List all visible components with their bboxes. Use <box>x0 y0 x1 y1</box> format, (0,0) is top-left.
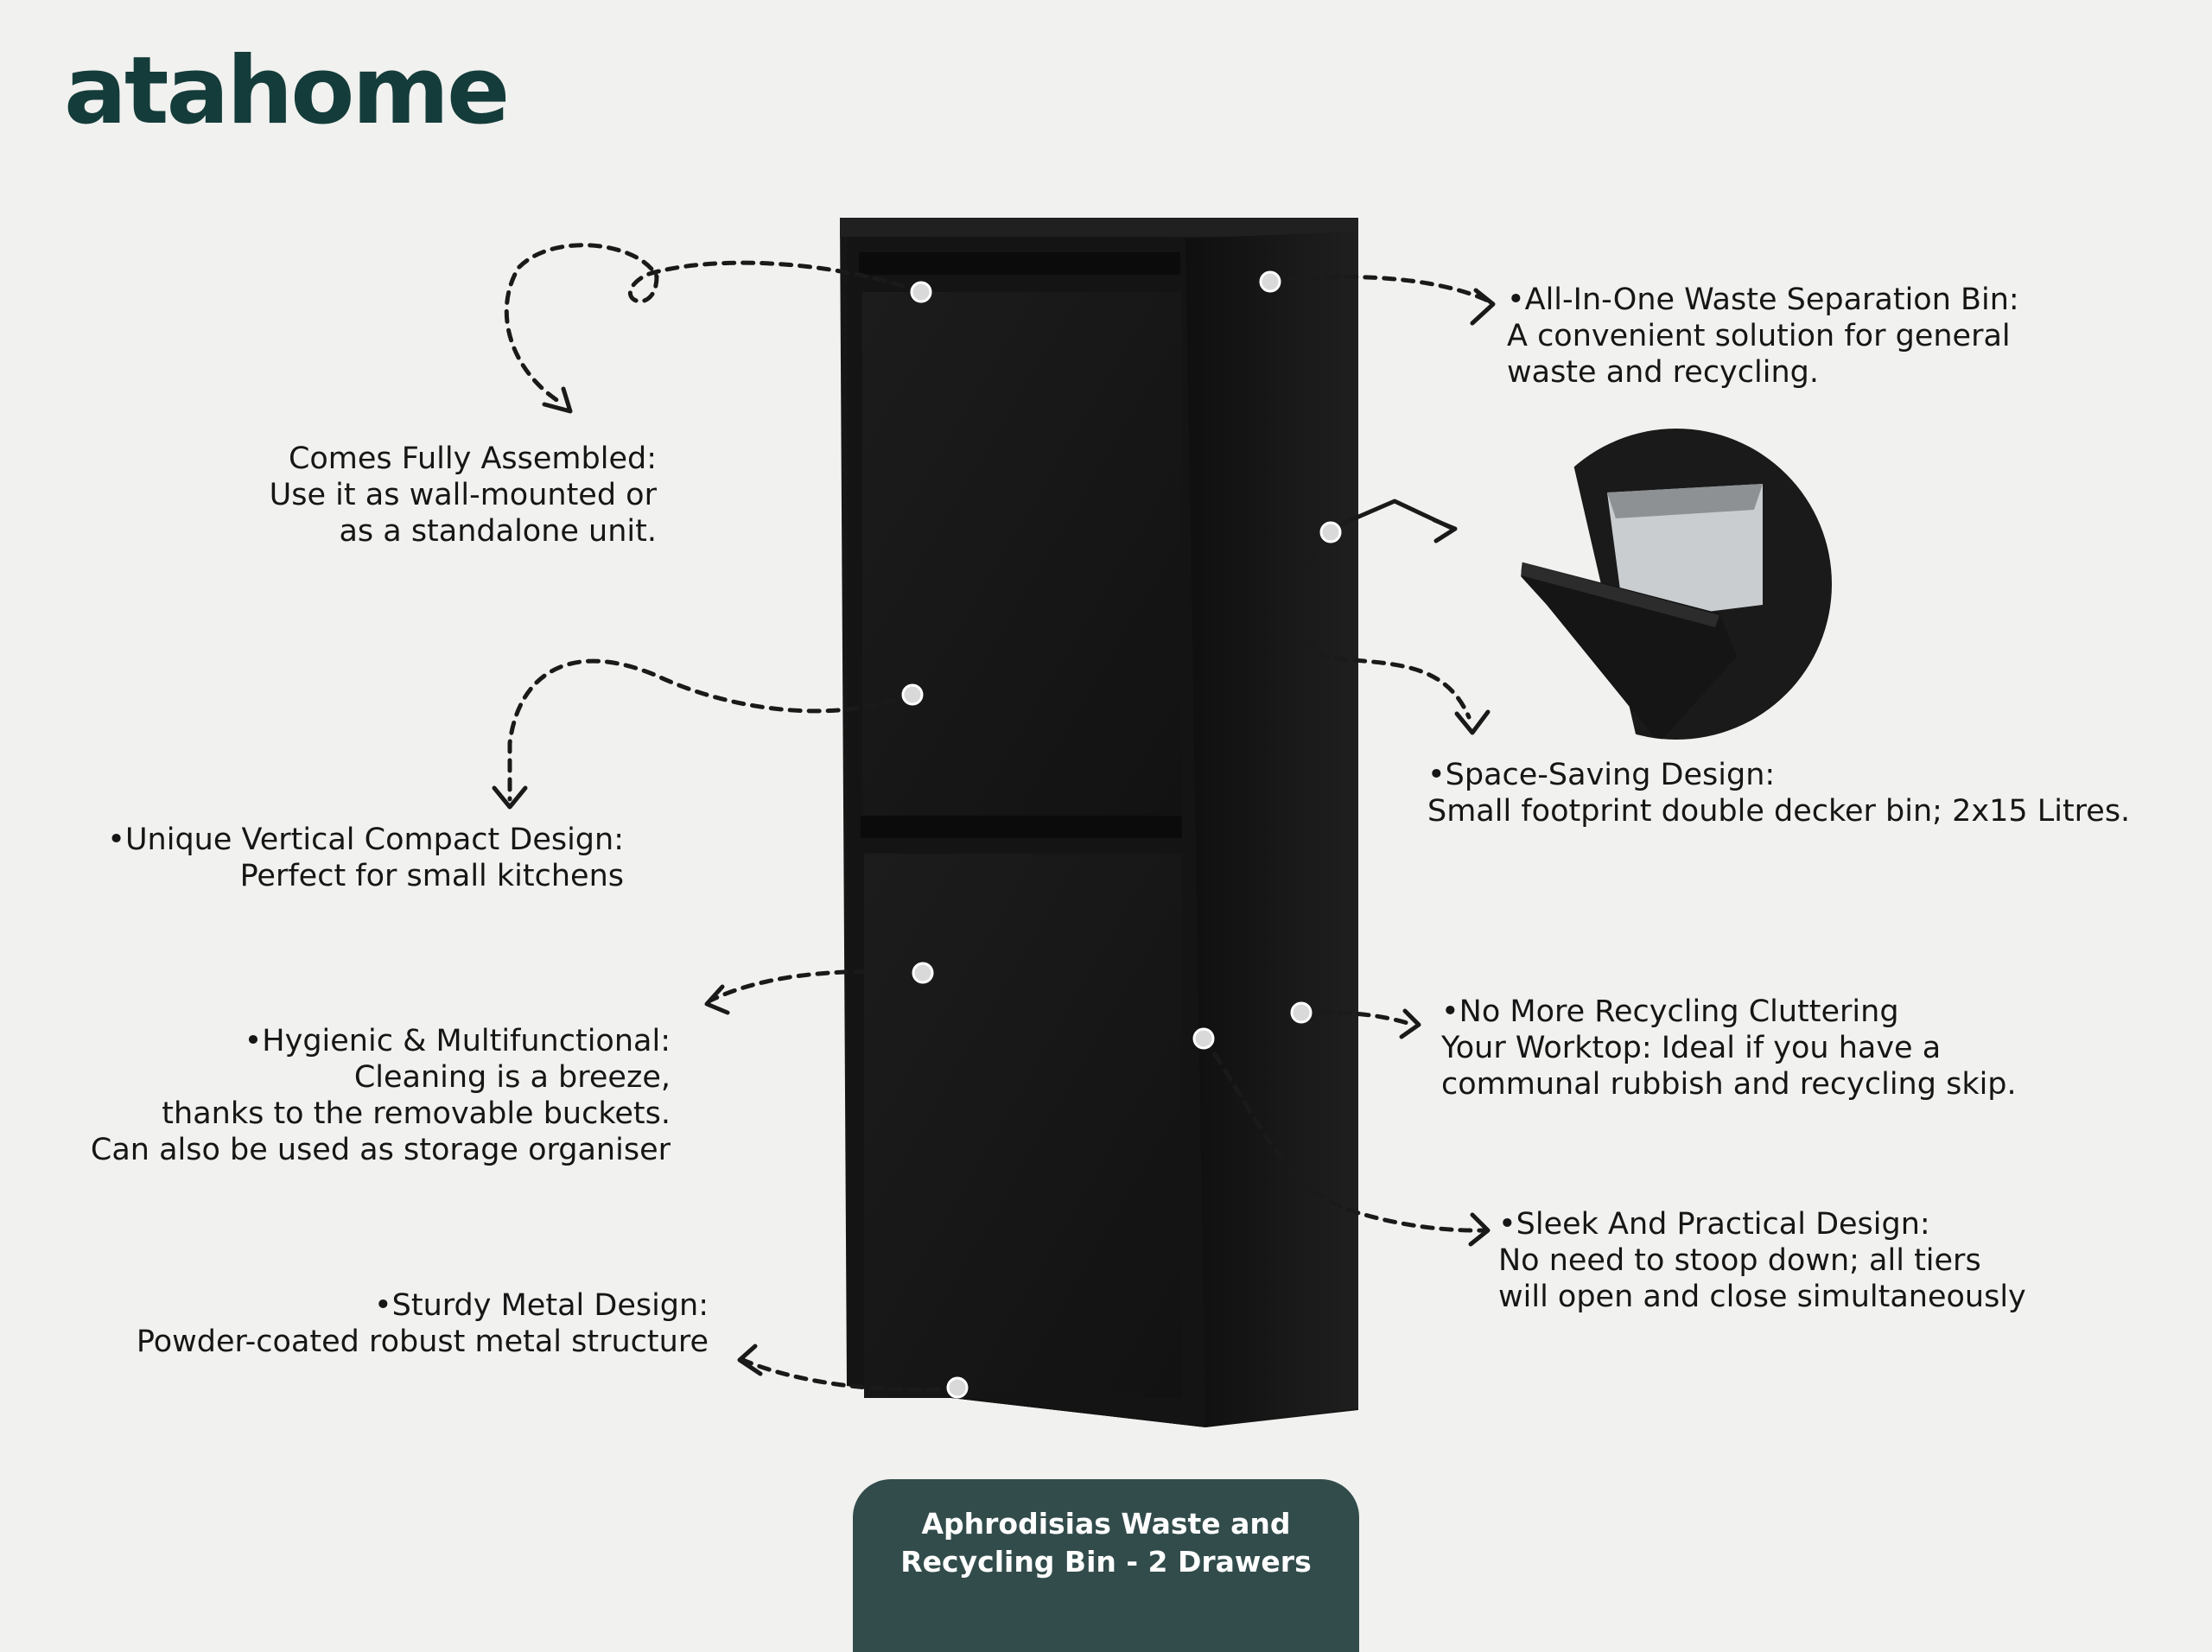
callout-fully-assembled: Comes Fully Assembled: Use it as wall-mo… <box>270 441 657 550</box>
arrowheads <box>492 288 1496 1376</box>
callout-text: thanks to the removable buckets. <box>162 1096 671 1131</box>
callout-text: Your Worktop: Ideal if you have a <box>1441 1031 1942 1065</box>
callout-text: as a standalone unit. <box>339 514 657 549</box>
callout-text: Small footprint double decker bin; 2x15 … <box>1427 794 2131 829</box>
product-illustration <box>492 218 1832 1427</box>
marker-dot <box>1319 521 1342 543</box>
callout-title: •All-In-One Waste Separation Bin: <box>1507 283 2019 317</box>
marker-dot <box>1192 1027 1215 1050</box>
open-drawer-detail <box>1521 429 1832 740</box>
marker-dot <box>1259 270 1281 293</box>
bottom-drawer <box>864 854 1182 1398</box>
callout-text: A convenient solution for general <box>1507 319 2011 353</box>
marker-dot <box>946 1376 969 1399</box>
callout-text: Can also be used as storage organiser <box>90 1133 671 1167</box>
top-drawer-handle <box>859 252 1180 275</box>
callout-hygienic: •Hygienic & Multifunctional: Cleaning is… <box>91 1023 671 1168</box>
callout-title: •Unique Vertical Compact Design: <box>107 823 624 857</box>
marker-dot <box>910 281 932 303</box>
callout-space-saving: •Space-Saving Design: Small footprint do… <box>1427 757 2130 829</box>
callout-text: waste and recycling. <box>1507 355 1819 390</box>
feature-markers <box>901 270 1342 1399</box>
callout-text: Powder-coated robust metal structure <box>136 1325 709 1359</box>
callout-title: •Space-Saving Design: <box>1427 758 1776 792</box>
marker-dot <box>901 683 924 706</box>
callout-no-clutter: •No More Recycling Cluttering Your Workt… <box>1441 994 2017 1102</box>
callout-text: Perfect for small kitchens <box>239 859 624 893</box>
callout-title: Comes Fully Assembled: <box>288 442 657 476</box>
atahome-logo: atahome <box>64 37 510 145</box>
bottom-drawer-handle <box>861 816 1182 838</box>
waste-bin-cabinet <box>840 218 1358 1427</box>
callout-title: •Sleek And Practical Design: <box>1498 1207 1930 1242</box>
callout-title: •Hygienic & Multifunctional: <box>244 1024 671 1058</box>
callout-title: •Sturdy Metal Design: <box>374 1288 709 1323</box>
callout-title: •No More Recycling Cluttering <box>1441 994 1899 1029</box>
top-drawer <box>862 292 1182 828</box>
callout-text: Cleaning is a breeze, <box>353 1060 671 1095</box>
callout-text: will open and close simultaneously <box>1498 1280 2026 1314</box>
marker-dot <box>912 962 934 984</box>
callout-connectors <box>504 243 1491 1392</box>
marker-dot <box>1290 1001 1313 1024</box>
product-name-line: Aphrodisias Waste and <box>921 1507 1291 1541</box>
product-name-line: Recycling Bin - 2 Drawers <box>900 1545 1312 1579</box>
callout-text: Use it as wall-mounted or <box>269 478 657 512</box>
product-infographic: atahome <box>64 37 2130 1652</box>
callout-sturdy-metal: •Sturdy Metal Design: Powder-coated robu… <box>137 1287 709 1360</box>
callout-sleek: •Sleek And Practical Design: No need to … <box>1498 1206 2026 1315</box>
callout-text: No need to stoop down; all tiers <box>1498 1243 1981 1278</box>
callout-text: communal rubbish and recycling skip. <box>1441 1067 2017 1102</box>
product-name-badge: Aphrodisias Waste and Recycling Bin - 2 … <box>853 1479 1359 1652</box>
callout-all-in-one: •All-In-One Waste Separation Bin: A conv… <box>1507 282 2019 391</box>
callout-vertical-compact: •Unique Vertical Compact Design: Perfect… <box>107 822 624 894</box>
